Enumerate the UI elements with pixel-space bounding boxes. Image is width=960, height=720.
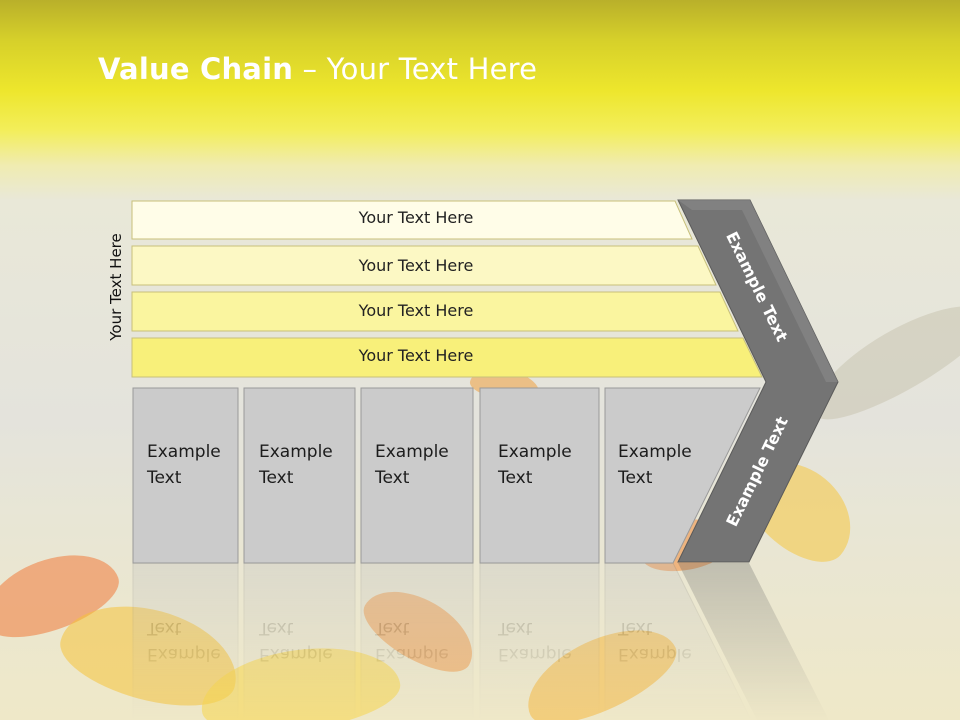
primary-box-label: Example Text xyxy=(618,442,692,488)
primary-box-label: Example Text xyxy=(498,442,572,488)
margin-chevron-highlight xyxy=(678,200,838,382)
title-bold: Value Chain xyxy=(98,52,294,86)
reflected-box-label: Example Text xyxy=(618,618,692,664)
reflected-chevron xyxy=(678,563,829,720)
reflection-shapes xyxy=(132,563,829,720)
primary-box-label: Example Text xyxy=(375,442,449,488)
support-row-3 xyxy=(131,291,739,332)
support-row-2 xyxy=(131,245,717,286)
primary-box-label: Example Text xyxy=(259,442,333,488)
reflected-box-label: Example Text xyxy=(147,618,221,664)
reflected-box xyxy=(132,563,239,720)
primary-box-4 xyxy=(479,387,600,564)
support-row-4 xyxy=(131,337,763,378)
primary-box-1 xyxy=(132,387,239,564)
title-rest: – Your Text Here xyxy=(293,52,538,86)
reflected-box-label: Example Text xyxy=(375,618,449,664)
slide-title: Value Chain – Your Text Here xyxy=(98,52,537,86)
diagram-reflection: Example Text Example Text Example Text E… xyxy=(0,563,960,720)
primary-box-2 xyxy=(243,387,356,564)
reflected-box-label: Example Text xyxy=(498,618,572,664)
support-row-1 xyxy=(131,200,693,240)
primary-box-label: Example Text xyxy=(147,442,221,488)
primary-box-3 xyxy=(360,387,474,564)
reflected-box-label: Example Text xyxy=(259,618,333,664)
primary-box-5 xyxy=(604,387,761,564)
reflected-box xyxy=(604,563,752,720)
reflected-box xyxy=(360,563,474,720)
reflected-box xyxy=(479,563,600,720)
reflected-box xyxy=(243,563,356,720)
